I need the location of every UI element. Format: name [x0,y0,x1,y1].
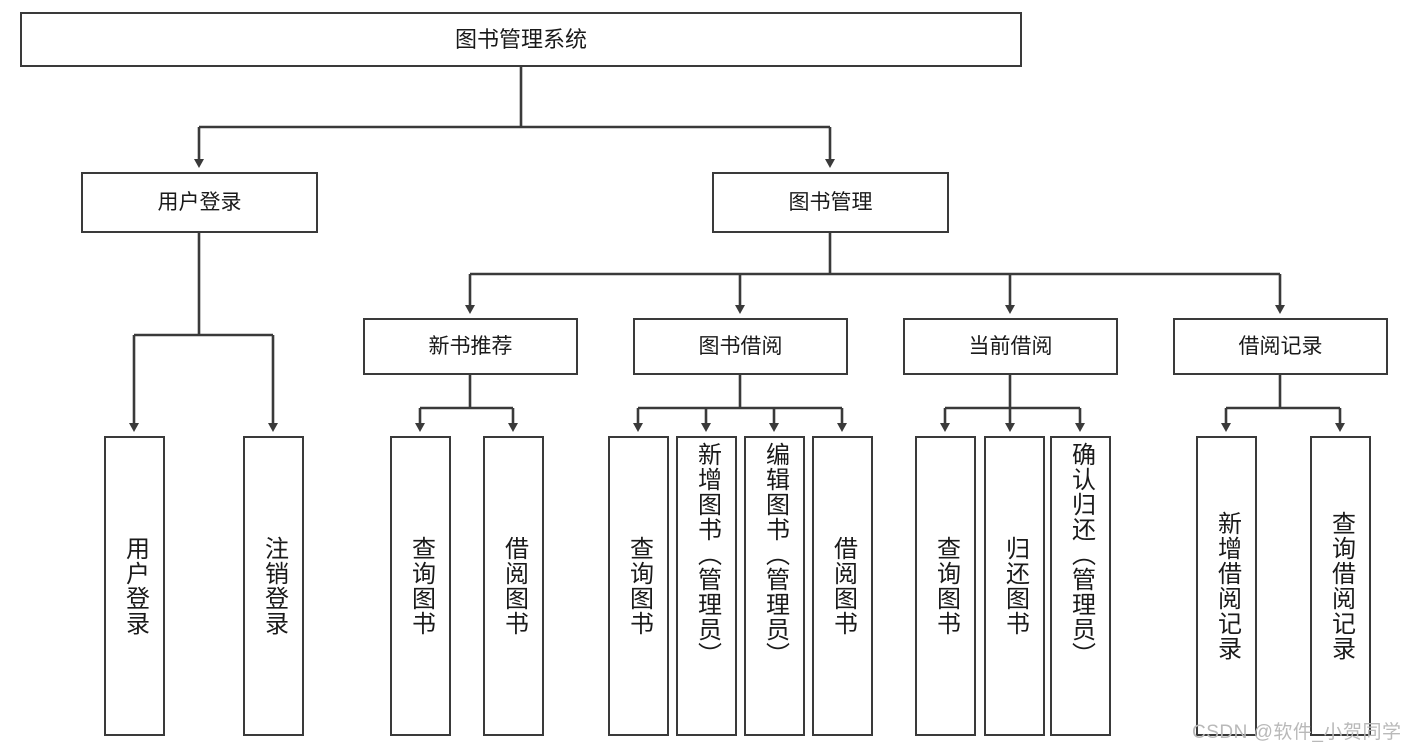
node-leaf-borrow-book[interactable]: 借阅图书 [812,436,873,736]
node-current-borrow[interactable]: 当前借阅 [903,318,1118,375]
node-label: 查询借阅记录 [1327,511,1355,661]
node-leaf-query-borrow-record[interactable]: 查询借阅记录 [1310,436,1371,736]
node-label: 图书管理 [788,191,873,214]
node-label: 查询图书 [625,536,653,636]
node-label: 借阅记录 [1238,335,1323,358]
node-label: 新增图书（管理员） [693,442,721,667]
node-label: 查询图书 [932,536,960,636]
node-leaf-borrow-book-recommend[interactable]: 借阅图书 [483,436,544,736]
node-label: 新增借阅记录 [1213,511,1241,661]
node-leaf-edit-book-admin[interactable]: 编辑图书（管理员） [744,436,805,736]
node-label: 借阅图书 [500,536,528,636]
node-new-book-recommend[interactable]: 新书推荐 [363,318,578,375]
node-leaf-user-login[interactable]: 用户登录 [104,436,165,736]
node-leaf-add-book-admin[interactable]: 新增图书（管理员） [676,436,737,736]
node-label: 新书推荐 [428,335,513,358]
node-leaf-confirm-return-admin[interactable]: 确认归还（管理员） [1050,436,1111,736]
node-leaf-query-book-current[interactable]: 查询图书 [915,436,976,736]
node-leaf-query-book-borrow[interactable]: 查询图书 [608,436,669,736]
node-leaf-return-book[interactable]: 归还图书 [984,436,1045,736]
node-label: 借阅图书 [829,536,857,636]
node-label: 编辑图书（管理员） [761,442,789,667]
watermark-text: CSDN @软件_小贺同学 [1192,722,1402,743]
node-label: 当前借阅 [968,335,1053,358]
node-borrow-record[interactable]: 借阅记录 [1173,318,1388,375]
node-root-system[interactable]: 图书管理系统 [20,12,1022,67]
node-leaf-query-book-recommend[interactable]: 查询图书 [390,436,451,736]
node-label: 图书管理系统 [454,26,587,52]
node-label: 归还图书 [1001,536,1029,636]
node-book-management[interactable]: 图书管理 [712,172,949,233]
node-label: 图书借阅 [698,335,783,358]
node-label: 用户登录 [121,536,149,636]
node-label: 注销登录 [260,536,288,636]
node-label: 查询图书 [407,536,435,636]
node-leaf-logout[interactable]: 注销登录 [243,436,304,736]
node-leaf-add-borrow-record[interactable]: 新增借阅记录 [1196,436,1257,736]
node-user-login[interactable]: 用户登录 [81,172,318,233]
node-book-borrow[interactable]: 图书借阅 [633,318,848,375]
node-label: 用户登录 [157,191,242,214]
node-label: 确认归还（管理员） [1067,442,1095,667]
